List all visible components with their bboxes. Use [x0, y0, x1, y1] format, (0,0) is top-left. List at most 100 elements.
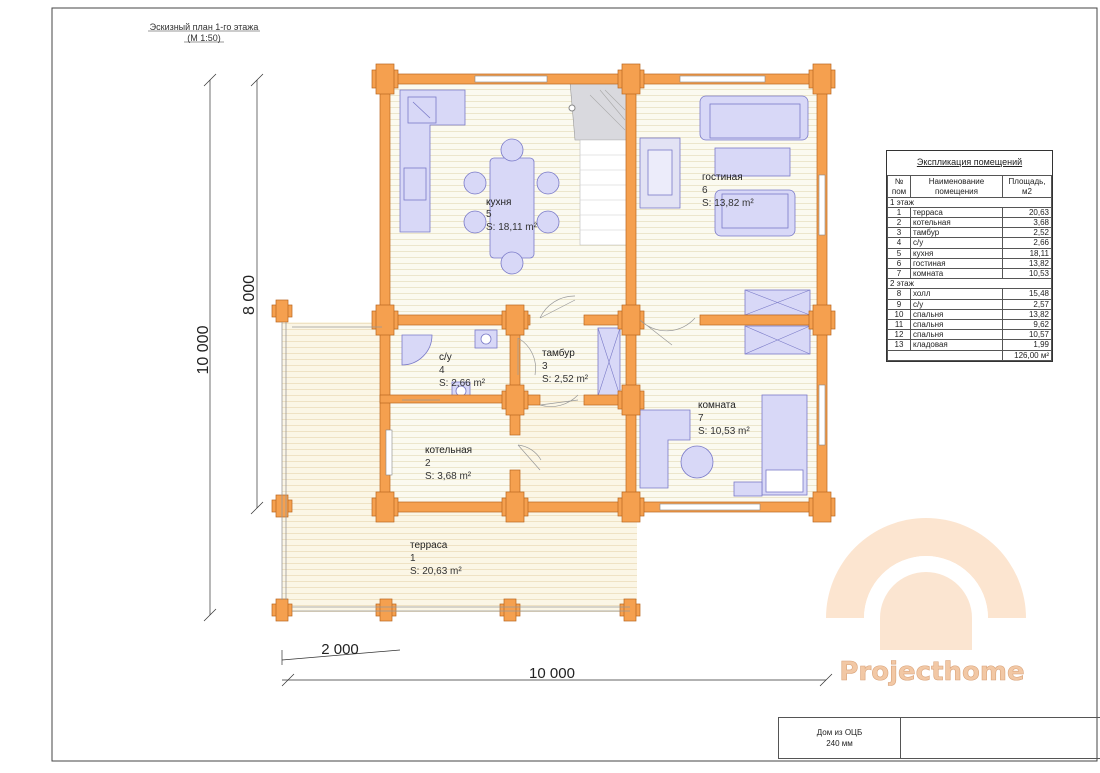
watermark-brand: Projecthome [839, 657, 1024, 687]
schedule-row-number: 5 [887, 247, 911, 259]
doors [402, 295, 696, 471]
schedule-row-name: гостиная [910, 257, 1003, 270]
schedule-row-number: 11 [887, 318, 911, 331]
schedule-section-label: 1 этаж [887, 196, 1052, 208]
schedule-row-number: 9 [887, 298, 911, 310]
schedule-row-name: спальня [910, 329, 1003, 341]
schedule-row-number: 10 [887, 308, 911, 320]
col-number-header: № пом [887, 175, 911, 198]
schedule-row-number: 4 [887, 237, 911, 249]
schedule-total-row: 126,00 м² [887, 349, 1052, 361]
schedule-section-row: 1 этаж [887, 196, 1052, 208]
schedule-row-name: с/у [910, 298, 1003, 310]
room-vestibule-area: S: 2,52 m² [542, 374, 589, 385]
schedule-row-area: 3,68 [1002, 217, 1052, 229]
projecthome-logo: Projecthome [826, 518, 1026, 687]
schedule-row-name: терраса [910, 206, 1003, 219]
schedule-row-number: 1 [887, 206, 911, 219]
col-area-header: Площадь, м2 [1002, 175, 1052, 198]
room-schedule-table: № пом Наименование помещения Площадь, м2… [887, 175, 1052, 361]
room-furniture [597, 289, 811, 497]
schedule-row-name: котельная [910, 217, 1003, 229]
room-boiler-area: S: 3,68 m² [425, 471, 472, 482]
schedule-row-area: 13,82 [1002, 308, 1052, 320]
schedule-section-row: 2 этаж [887, 278, 1052, 290]
room-schedule-title: Экспликация помещений [916, 157, 1023, 167]
title-block-cell: Дом из ОЦБ 240 мм [779, 718, 901, 758]
kitchen-furniture [399, 89, 560, 275]
schedule-row-number: 8 [887, 288, 911, 300]
room-living-number: 6 [702, 185, 708, 196]
room-living-area: S: 13,82 m² [702, 198, 754, 209]
schedule-total-spacer [887, 349, 1003, 361]
living-furniture [639, 95, 809, 237]
room-room-number: 7 [698, 413, 704, 424]
schedule-row-number: 12 [887, 329, 911, 341]
schedule-row-name: холл [910, 288, 1003, 300]
plan-title: Эскизный план 1-го этажа [150, 22, 259, 32]
terrace-railings [281, 322, 630, 612]
schedule-row-number: 3 [887, 227, 911, 239]
room-terrace-number: 1 [410, 553, 416, 564]
schedule-row-name: комната [910, 268, 1003, 280]
room-schedule: Экспликация помещений № пом Наименование… [886, 150, 1053, 362]
title-block-line1: Дом из ОЦБ [816, 728, 863, 737]
room-wc-number: 4 [439, 365, 445, 376]
schedule-row-area: 2,52 [1002, 227, 1052, 239]
schedule-row-area: 2,57 [1002, 298, 1052, 310]
room-living-name: гостиная [702, 172, 743, 183]
schedule-row-name: спальня [910, 308, 1003, 320]
windows [385, 75, 826, 511]
schedule-row-area: 20,63 [1002, 206, 1052, 219]
schedule-row-name: кухня [910, 247, 1003, 259]
schedule-section-label: 2 этаж [887, 278, 1052, 290]
title-block: Дом из ОЦБ 240 мм [778, 717, 1100, 759]
schedule-row-area: 9,62 [1002, 318, 1052, 331]
schedule-row-number: 6 [887, 257, 911, 270]
plan-scale: (М 1:50) [187, 33, 221, 43]
schedule-row-area: 1,99 [1002, 339, 1052, 351]
room-terrace-area: S: 20,63 m² [410, 566, 462, 577]
room-wc-name: с/у [439, 352, 452, 363]
schedule-row-area: 15,48 [1002, 288, 1052, 300]
schedule-row-number: 2 [887, 217, 911, 229]
schedule-total-area: 126,00 м² [1002, 349, 1052, 361]
room-vestibule-name: тамбур [542, 347, 575, 359]
schedule-row-area: 13,82 [1002, 257, 1052, 270]
title-block-line2: 240 мм [826, 739, 853, 748]
dimension-lines [203, 73, 833, 687]
dim-terrace-width: 2 000 [321, 641, 359, 658]
schedule-row-area: 2,66 [1002, 237, 1052, 249]
terrace-floor-inner [520, 395, 630, 510]
schedule-row-name: кладовая [910, 339, 1003, 351]
room-room-name: комната [698, 400, 736, 411]
room-kitchen-number: 5 [486, 209, 492, 220]
dim-house-height: 8 000 [241, 275, 258, 315]
room-kitchen-name: кухня [486, 197, 511, 208]
col-name-header: Наименование помещения [910, 175, 1003, 198]
room-kitchen-area: S: 18,11 m² [486, 222, 538, 233]
terrace-floor-bottom [282, 505, 637, 612]
room-boiler-number: 2 [425, 458, 431, 469]
schedule-row-area: 10,57 [1002, 329, 1052, 341]
dim-total-height: 10 000 [195, 325, 212, 374]
room-terrace-name: терраса [410, 540, 448, 551]
room-vestibule-number: 3 [542, 361, 548, 372]
schedule-row-area: 18,11 [1002, 247, 1052, 259]
schedule-row-area: 10,53 [1002, 268, 1052, 280]
schedule-row-name: с/у [910, 237, 1003, 249]
schedule-row-number: 7 [887, 268, 911, 280]
